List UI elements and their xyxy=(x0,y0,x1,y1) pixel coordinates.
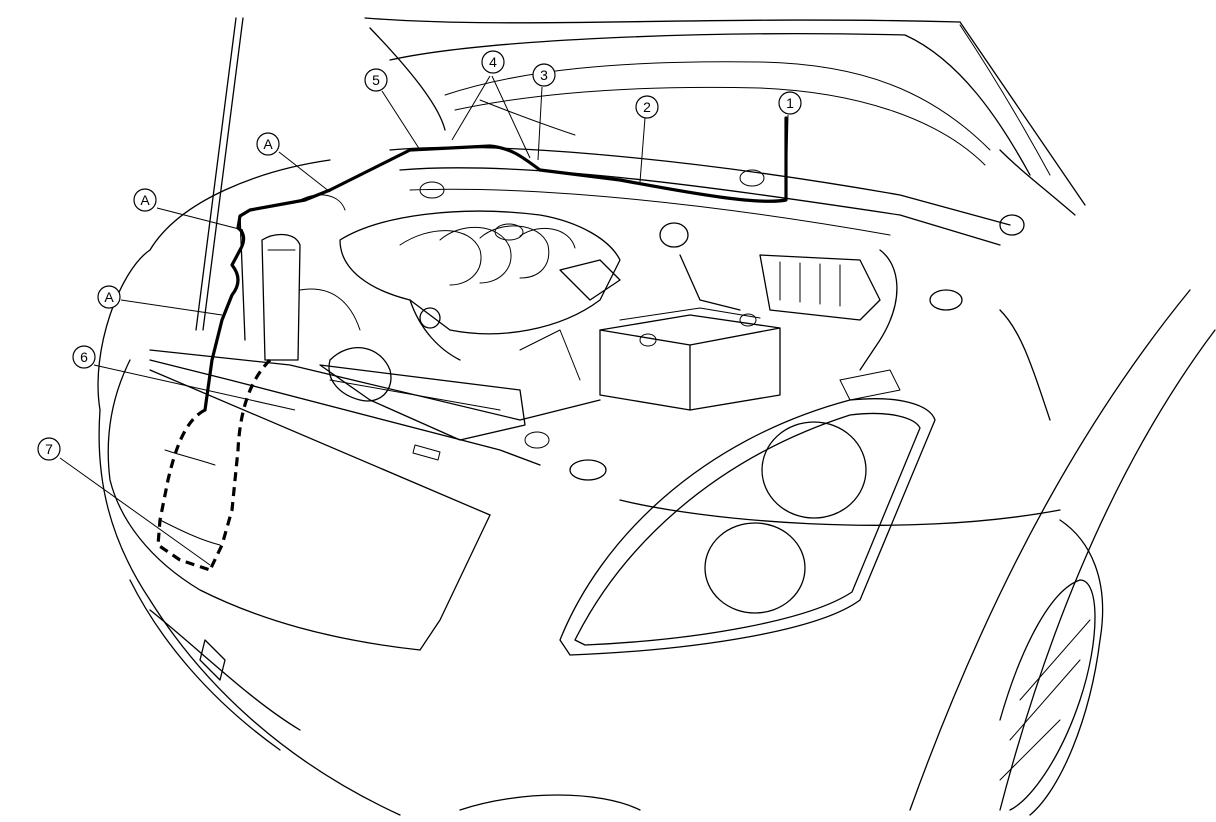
callout-4: 4 xyxy=(481,50,505,74)
callout-4-label: 4 xyxy=(489,54,497,70)
callout-5: 5 xyxy=(364,68,388,92)
callout-a-middle-label: A xyxy=(140,192,150,208)
callout-a-lower: A xyxy=(97,285,121,309)
washer-hose-hidden xyxy=(156,358,272,572)
callout-1: 1 xyxy=(778,91,802,115)
callout-3-label: 3 xyxy=(540,67,548,83)
callout-1-label: 1 xyxy=(786,95,794,111)
engine-details xyxy=(299,181,963,402)
callout-3: 3 xyxy=(532,63,556,87)
radiator-core-support xyxy=(149,349,607,481)
callout-7-label: 7 xyxy=(45,441,53,457)
hood xyxy=(364,17,1086,216)
callout-7: 7 xyxy=(37,437,61,461)
front-body xyxy=(97,159,641,816)
washer-reservoir xyxy=(239,214,361,361)
engine-cover xyxy=(339,210,621,361)
battery xyxy=(599,307,781,411)
callout-2: 2 xyxy=(635,95,659,119)
callout-a-middle: A xyxy=(133,188,157,212)
washer-hose xyxy=(203,116,788,412)
callout-6: 6 xyxy=(72,345,96,369)
callout-a-upper-label: A xyxy=(263,136,273,152)
air-cleaner xyxy=(659,222,881,321)
callout-2-label: 2 xyxy=(643,99,651,115)
callout-a-lower-label: A xyxy=(104,289,114,305)
fender-wheel xyxy=(619,289,1216,816)
callout-5-label: 5 xyxy=(372,72,380,88)
callout-a-upper: A xyxy=(256,132,280,156)
hood-stay-rods xyxy=(195,17,244,331)
callout-6-label: 6 xyxy=(80,349,88,365)
headlamp xyxy=(559,398,936,656)
leader-lines xyxy=(59,75,789,566)
